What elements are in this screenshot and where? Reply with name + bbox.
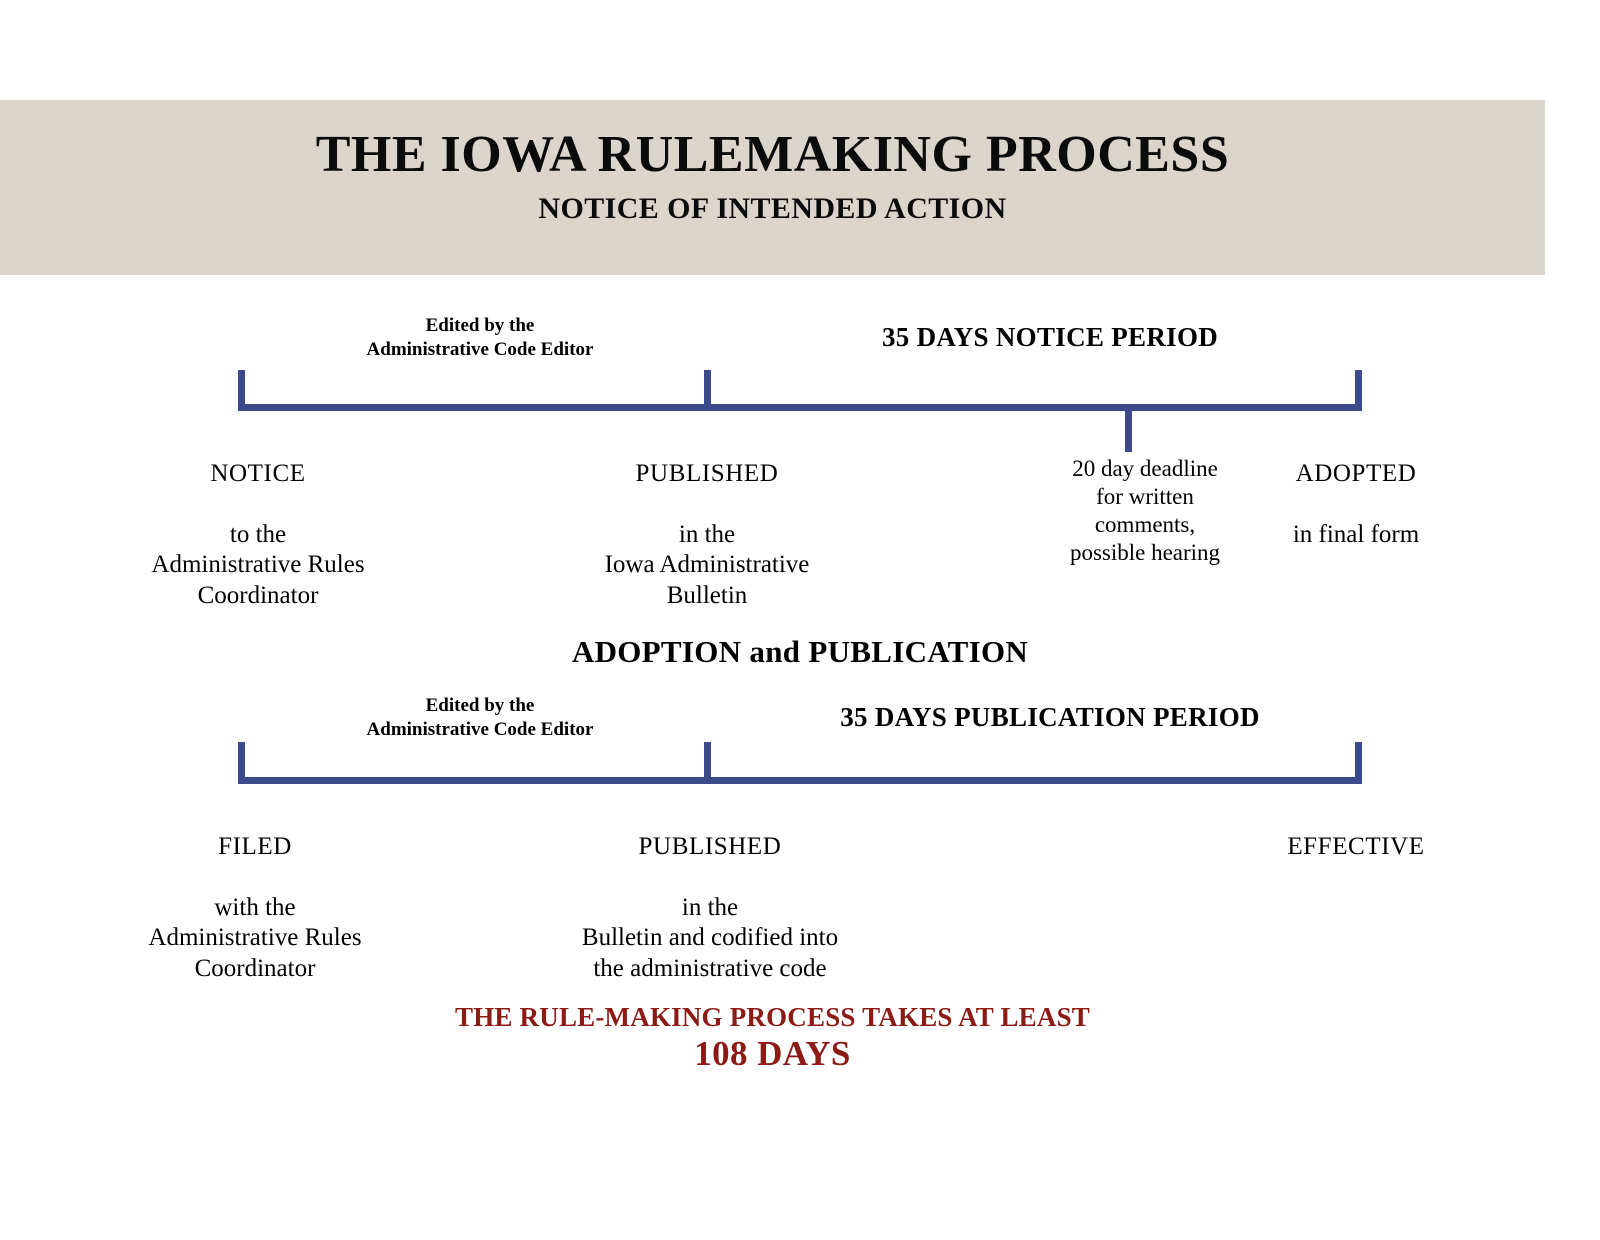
timeline2-node-filed-head: FILED [218,832,292,860]
timeline2-node-filed-body: with the Administrative Rules Coordinato… [148,893,362,982]
timeline1-editor-note: Edited by the Administrative Code Editor [366,315,594,360]
timeline1-node-adopted-body: in final form [1292,520,1420,548]
timeline2-node-effective-head: EFFECTIVE [1287,832,1425,860]
timeline2-node-published-body: in the Bulletin and codified into the ad… [581,893,839,982]
timeline2-node-published: PUBLISHED in the Bulletin and codified i… [520,801,900,984]
timeline2-editor-note: Edited by the Administrative Code Editor [366,695,594,740]
timeline2-tick-effective [1355,742,1362,781]
timeline2-tick-published [704,742,711,781]
timeline1-node-adopted: ADOPTED in final form [1215,428,1497,550]
timeline2-publication-period-label: 35 DAYS PUBLICATION PERIOD [840,702,1260,732]
section-heading-adoption-publication: ADOPTION and PUBLICATION [571,634,1029,669]
timeline1-node-notice-head: NOTICE [210,459,306,487]
timeline2-tick-filed [238,742,245,781]
timeline2-node-effective: EFFECTIVE [1215,801,1497,923]
timeline1-node-published: PUBLISHED in the Iowa Administrative Bul… [537,428,877,611]
timeline2-axis-bar [238,777,1362,784]
page-subtitle: NOTICE OF INTENDED ACTION [538,192,1007,225]
timeline1-axis-bar [238,404,1362,411]
title-band: THE IOWA RULEMAKING PROCESS NOTICE OF IN… [0,100,1545,275]
timeline1-comment-deadline-note: 20 day deadline for written comments, po… [1069,456,1221,566]
timeline1-notice-period-label: 35 DAYS NOTICE PERIOD [881,322,1219,352]
timeline1-node-notice: NOTICE to the Administrative Rules Coord… [88,428,428,611]
timeline1-node-notice-body: to the Administrative Rules Coordinator [151,520,365,609]
timeline1-tick-start [238,370,245,408]
timeline1-tick-comment-deadline [1125,408,1132,452]
timeline2-node-published-head: PUBLISHED [638,832,782,860]
page-title: THE IOWA RULEMAKING PROCESS [315,126,1230,183]
timeline1-tick-adopted [1355,370,1362,408]
footer-total-label: THE RULE-MAKING PROCESS TAKES AT LEAST [454,1002,1090,1032]
timeline1-node-adopted-head: ADOPTED [1295,459,1417,487]
timeline2-node-filed: FILED with the Administrative Rules Coor… [85,801,425,984]
timeline1-node-published-body: in the Iowa Administrative Bulletin [604,520,810,609]
timeline1-node-published-head: PUBLISHED [635,459,779,487]
footer-total-days: 108 DAYS [694,1034,851,1073]
timeline1-tick-published [704,370,711,408]
